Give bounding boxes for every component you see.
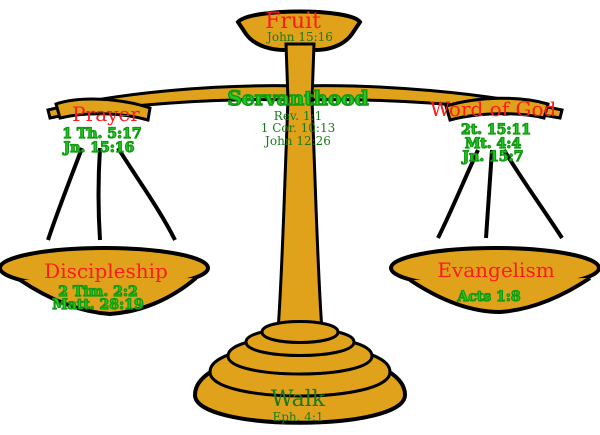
walk-label: Walk	[271, 387, 326, 412]
word-of-god-label: Word of God	[430, 97, 557, 121]
crossbeam	[46, 84, 564, 120]
left-chains	[46, 146, 177, 241]
servanthood-label: Servanthood	[227, 86, 368, 110]
right-pan-bowl	[408, 276, 592, 315]
servanthood-ref-3: John 12:26	[263, 134, 331, 148]
right-chains	[436, 148, 564, 240]
left-hook	[54, 97, 152, 122]
evangelism-ref-1: Acts 1:8	[456, 289, 520, 305]
walk-ref: Eph. 4:1	[272, 410, 323, 424]
servanthood-ref-2: 1 Cor. 10:13	[261, 121, 335, 135]
fruit-ref: John 15:16	[265, 30, 333, 44]
word-ref-1: 2t. 15:11	[461, 122, 531, 138]
right-hook	[444, 96, 550, 122]
left-pan-bowl	[18, 276, 198, 317]
fruit-label: Fruit	[265, 9, 321, 34]
servanthood-ref-1: Rev. 1:1	[274, 109, 322, 123]
evangelism-label: Evangelism	[437, 258, 554, 282]
discipleship-ref-1: 2 Tim. 2:2	[58, 284, 138, 300]
prayer-ref-1: 1 Th. 5:17	[62, 126, 141, 142]
word-ref-3: Jn. 15:7	[461, 149, 524, 165]
word-ref-2: Mt. 4:4	[465, 136, 522, 152]
prayer-label: Prayer	[72, 102, 140, 126]
discipleship-label: Discipleship	[44, 259, 168, 283]
discipleship-ref-2: Matt. 28:19	[52, 297, 143, 313]
top-cup	[235, 9, 363, 52]
base-tier-5	[260, 320, 340, 344]
prayer-ref-2: Jn. 15:16	[62, 140, 135, 156]
